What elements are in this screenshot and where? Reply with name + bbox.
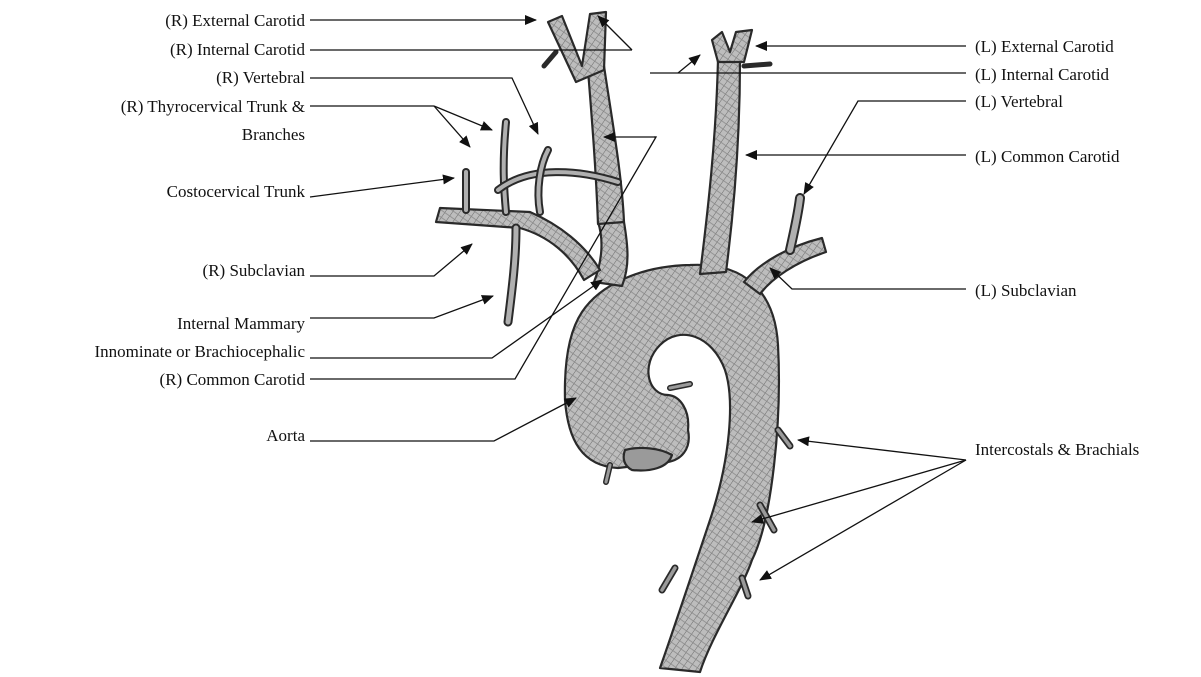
- leader-l-vertebral: [804, 101, 966, 194]
- leader-innominate: [310, 280, 602, 358]
- label-r-internal-carotid: (R) Internal Carotid: [170, 40, 306, 59]
- leader-aorta: [310, 398, 576, 441]
- leader-l-internal-carotid-arrow: [678, 55, 700, 73]
- label-r-subclavian: (R) Subclavian: [203, 261, 306, 280]
- leader-intercostals-3: [760, 460, 966, 580]
- leader-r-subclavian: [310, 244, 472, 276]
- leader-internal-mammary: [310, 296, 493, 318]
- label-innominate: Innominate or Brachiocephalic: [94, 342, 305, 361]
- label-intercostals: Intercostals & Brachials: [975, 440, 1139, 459]
- leader-r-thyrocervical-arrow1: [434, 106, 492, 130]
- leader-intercostals-2: [752, 460, 966, 522]
- l-carotid-fork-vessel: [712, 30, 752, 62]
- label-r-external-carotid: (R) External Carotid: [165, 11, 305, 30]
- aortic-root: [624, 448, 672, 471]
- label-l-subclavian: (L) Subclavian: [975, 281, 1077, 300]
- leader-r-thyrocervical-arrow2: [434, 106, 470, 147]
- label-l-internal-carotid: (L) Internal Carotid: [975, 65, 1110, 84]
- r-carotid-fork-vessel: [548, 12, 606, 82]
- label-r-thyrocervical-line2: Branches: [242, 125, 305, 144]
- r-carotid-small-branch: [544, 52, 556, 66]
- leader-l-subclavian: [770, 268, 966, 289]
- leader-intercostals-1: [798, 440, 966, 460]
- thyrocervical-vessel-inner: [504, 122, 506, 212]
- innominate-vessel: [594, 222, 628, 286]
- label-r-common-carotid: (R) Common Carotid: [160, 370, 306, 389]
- aorta-vessel: [565, 265, 779, 672]
- label-l-external-carotid: (L) External Carotid: [975, 37, 1114, 56]
- label-aorta: Aorta: [266, 426, 305, 445]
- leader-costocervical: [310, 178, 454, 197]
- label-r-vertebral: (R) Vertebral: [216, 68, 305, 87]
- label-r-thyrocervical-line1: (R) Thyrocervical Trunk &: [121, 97, 305, 116]
- l-common-carotid-vessel: [700, 60, 740, 274]
- l-external-carotid-stub: [744, 64, 770, 66]
- label-costocervical-trunk: Costocervical Trunk: [167, 182, 306, 201]
- intercostal-vessel-3-inner: [662, 568, 675, 590]
- l-subclavian-vessel: [744, 238, 826, 294]
- vessel-illustration: [436, 12, 826, 672]
- label-internal-mammary: Internal Mammary: [177, 314, 305, 333]
- label-l-common-carotid: (L) Common Carotid: [975, 147, 1120, 166]
- label-l-vertebral: (L) Vertebral: [975, 92, 1063, 111]
